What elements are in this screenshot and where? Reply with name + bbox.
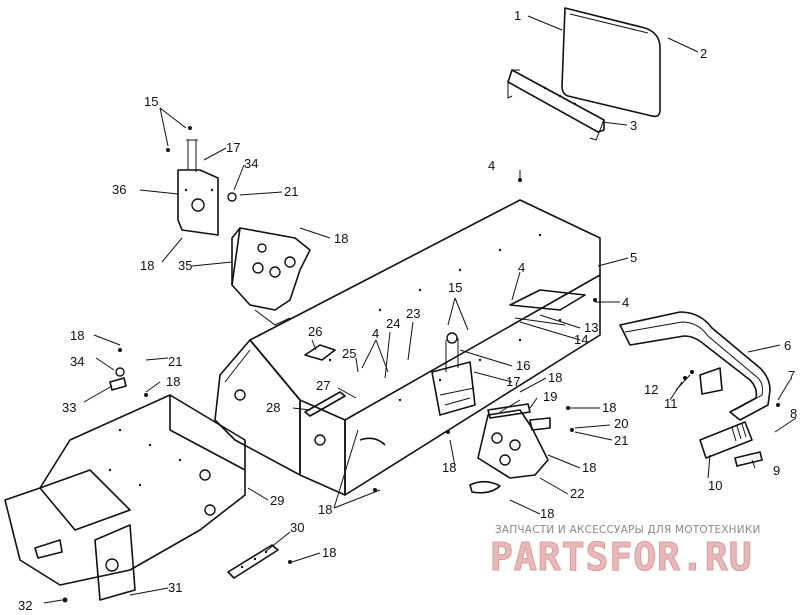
callout-21-left: 21 <box>168 354 182 369</box>
callout-21-right: 21 <box>614 433 628 448</box>
callout-26: 26 <box>308 324 322 339</box>
panel-part-1 <box>561 7 661 118</box>
callout-15-top: 15 <box>144 94 158 109</box>
callout-18-b: 18 <box>602 400 616 415</box>
bracket-part-16 <box>431 332 476 416</box>
callout-18-f: 18 <box>318 502 332 517</box>
callout-4-right: 4 <box>622 295 629 310</box>
bracket-part-35 <box>231 227 311 326</box>
callout-9: 9 <box>773 463 780 478</box>
callout-27: 27 <box>316 378 330 393</box>
callout-18-j: 18 <box>334 231 348 246</box>
callout-18-a: 18 <box>548 370 562 385</box>
watermark-brand: PARTSFOR.RU <box>490 535 753 579</box>
bracket-part-3 <box>507 69 605 141</box>
callout-34-left: 34 <box>70 354 84 369</box>
callout-18-e: 18 <box>442 460 456 475</box>
callout-15-mid: 15 <box>448 280 462 295</box>
callout-28: 28 <box>266 400 280 415</box>
callout-34-top: 34 <box>244 156 258 171</box>
callout-10: 10 <box>708 478 722 493</box>
bracket-part-36 <box>177 139 219 236</box>
frame-part-29 <box>4 394 246 601</box>
callout-24: 24 <box>386 316 400 331</box>
callout-36: 36 <box>112 182 126 197</box>
callout-20: 20 <box>614 416 628 431</box>
callout-2: 2 <box>700 46 707 61</box>
callout-7: 7 <box>788 368 795 383</box>
handle-part-10 <box>699 421 753 459</box>
callout-25: 25 <box>342 346 356 361</box>
tunnel-part-5 <box>214 199 601 496</box>
callout-31: 31 <box>168 580 182 595</box>
callout-1: 1 <box>514 8 521 23</box>
watermark: ЗАПЧАСТИ И АКСЕССУАРЫ ДЛЯ МОТОТЕХНИКИ PA… <box>490 524 761 580</box>
callout-11: 11 <box>664 396 678 411</box>
callout-18-h: 18 <box>70 328 84 343</box>
callout-33: 33 <box>62 400 76 415</box>
callout-18-g: 18 <box>322 545 336 560</box>
callout-18-d: 18 <box>540 506 554 521</box>
callout-17-mid: 17 <box>506 374 520 389</box>
bracket-part-22 <box>469 403 551 494</box>
callout-8: 8 <box>790 406 797 421</box>
callout-18-i: 18 <box>166 374 180 389</box>
callout-30: 30 <box>290 520 304 535</box>
callout-13: 13 <box>584 320 598 335</box>
callout-labels: 1 2 3 4 5 4 4 6 7 8 9 10 11 12 13 14 15 … <box>18 8 797 613</box>
callout-29: 29 <box>270 493 284 508</box>
callout-4-mid: 4 <box>518 260 525 275</box>
fastener-dots <box>62 126 780 603</box>
bumper-part-6 <box>619 311 771 421</box>
callout-17-top: 17 <box>226 140 240 155</box>
callout-4-left: 4 <box>372 326 379 341</box>
callout-22: 22 <box>570 486 584 501</box>
callout-12: 12 <box>644 382 658 397</box>
callout-18-k: 18 <box>140 258 154 273</box>
callout-3: 3 <box>630 118 637 133</box>
callout-16: 16 <box>516 358 530 373</box>
callout-18-c: 18 <box>582 460 596 475</box>
watermark-tagline: ЗАПЧАСТИ И АКСЕССУАРЫ ДЛЯ МОТОТЕХНИКИ <box>495 524 761 536</box>
callout-5: 5 <box>630 250 637 265</box>
callout-32: 32 <box>18 598 32 613</box>
callout-35: 35 <box>178 258 192 273</box>
strip-part-30 <box>227 544 279 579</box>
leader-lines <box>43 15 797 604</box>
callout-6: 6 <box>784 338 791 353</box>
plate-part-9 <box>734 451 763 467</box>
callout-4-top: 4 <box>488 158 495 173</box>
callout-19: 19 <box>543 389 557 404</box>
callout-14: 14 <box>574 332 588 347</box>
callout-21-top: 21 <box>284 184 298 199</box>
callout-23: 23 <box>406 306 420 321</box>
